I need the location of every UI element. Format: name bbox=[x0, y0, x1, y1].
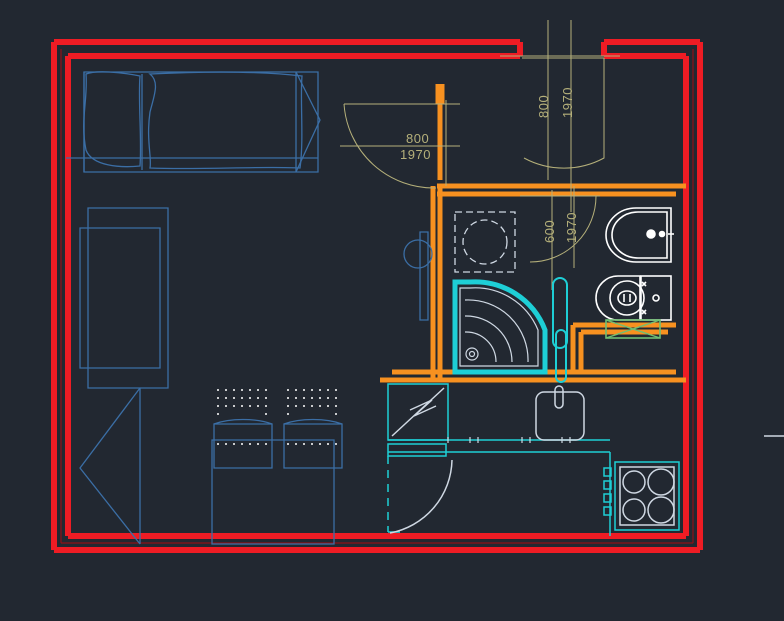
wardrobe-outline bbox=[87, 207, 169, 389]
dim-bedroom-height: 1970 bbox=[400, 147, 431, 162]
towel-radiator[interactable] bbox=[605, 319, 661, 339]
bed-side-table bbox=[295, 71, 321, 173]
cooktop-inner bbox=[619, 466, 675, 526]
dimension-layer bbox=[340, 20, 620, 290]
toilet-water bbox=[617, 290, 637, 306]
double-bed[interactable] bbox=[66, 71, 321, 173]
wardrobe[interactable] bbox=[79, 207, 169, 389]
chair-left-dots bbox=[217, 389, 267, 445]
dining-table[interactable] bbox=[211, 439, 335, 545]
towel-rail-body bbox=[555, 329, 567, 383]
desk-triangle[interactable] bbox=[79, 387, 141, 545]
kitchen-door-arc bbox=[389, 459, 453, 534]
wash-basin-bowl-inner bbox=[611, 211, 668, 259]
bathtub-small-body bbox=[552, 277, 568, 349]
entry-door-leaf bbox=[523, 58, 605, 169]
chair-right-seat bbox=[283, 423, 343, 469]
chair-left-seat bbox=[213, 423, 273, 469]
kitchen-layer[interactable] bbox=[387, 383, 680, 536]
burner-top-left bbox=[622, 470, 646, 494]
balcony-door-pivot-circle bbox=[403, 239, 433, 269]
cooktop-outline bbox=[614, 461, 680, 531]
dim-bath-height: 1970 bbox=[564, 212, 579, 243]
wash-basin[interactable] bbox=[605, 207, 674, 263]
furniture-layer[interactable] bbox=[66, 71, 433, 545]
washing-machine-body bbox=[454, 211, 516, 273]
chair-right-dots bbox=[287, 389, 337, 445]
kitchen-sink-tap bbox=[554, 385, 564, 409]
chair-left-back bbox=[213, 418, 273, 425]
oven-knobs[interactable] bbox=[603, 467, 612, 516]
toilet-bolt-marks bbox=[641, 281, 647, 315]
kitchen-sink-basin bbox=[535, 391, 585, 441]
kitchen-base-unit-left bbox=[387, 443, 447, 457]
washing-machine-drum bbox=[462, 219, 508, 265]
toilet-bowl-inner bbox=[609, 280, 645, 316]
kitchen-sink[interactable] bbox=[535, 385, 585, 441]
dim-bath-width: 600 bbox=[542, 220, 557, 243]
dim-entry-height: 1970 bbox=[560, 87, 575, 118]
toilet-seat-hinge bbox=[623, 294, 631, 302]
balcony-door-leaf bbox=[419, 231, 429, 321]
bedroom-door-leaf bbox=[343, 103, 437, 189]
chair-right-back bbox=[283, 418, 343, 425]
chair-left[interactable] bbox=[213, 418, 273, 469]
shower-tray-grading bbox=[459, 287, 539, 367]
dim-bedroom-width: 800 bbox=[406, 131, 429, 146]
towel-radiator-cross bbox=[605, 319, 661, 339]
cooktop-hob[interactable] bbox=[614, 461, 680, 531]
bathtub-small[interactable] bbox=[552, 277, 568, 349]
wash-basin-bowl-outer bbox=[605, 207, 672, 263]
chair-right[interactable] bbox=[283, 418, 343, 469]
shower-tray-outline bbox=[452, 279, 548, 375]
burner-bottom-right bbox=[647, 496, 675, 524]
burner-top-right bbox=[647, 468, 675, 496]
burner-bottom-left bbox=[622, 498, 646, 522]
towel-rail-vertical[interactable] bbox=[555, 329, 567, 383]
bed-pillow-left bbox=[83, 71, 142, 168]
bathroom-door-leaf bbox=[529, 195, 597, 263]
wardrobe-inner bbox=[79, 227, 161, 369]
wash-basin-tap bbox=[658, 230, 666, 238]
towel-radiator-body bbox=[605, 319, 661, 339]
desk-triangle-outline bbox=[79, 387, 141, 545]
kitchen-door[interactable] bbox=[387, 456, 453, 534]
exterior-wall-shadow bbox=[60, 49, 694, 544]
refrigerator-zigzag bbox=[409, 399, 437, 417]
bed-pillow-right bbox=[147, 71, 303, 170]
shower-tray[interactable] bbox=[452, 279, 548, 375]
dim-entry-width: 800 bbox=[536, 95, 551, 118]
balcony-door[interactable] bbox=[403, 231, 433, 321]
toilet-flush-button bbox=[652, 294, 660, 302]
dimension-texts: 800 1970 800 1970 600 1970 bbox=[400, 87, 579, 243]
dining-table-outline bbox=[211, 439, 335, 545]
washing-machine[interactable] bbox=[454, 211, 516, 273]
wash-basin-drain bbox=[646, 229, 656, 239]
